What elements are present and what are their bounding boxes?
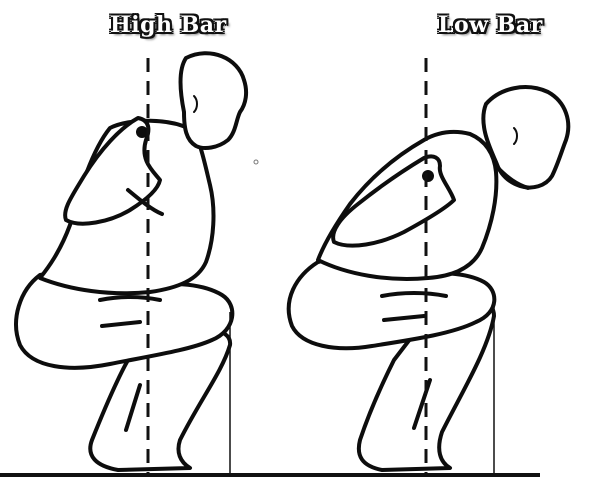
low-bar-jaw-line (496, 166, 530, 190)
high-bar-ear (193, 95, 198, 113)
low-bar-figure (286, 85, 571, 472)
low-bar-label: Low Bar (438, 12, 543, 38)
high-bar-forearm-line (126, 188, 164, 216)
low-bar-head (481, 85, 571, 190)
low-bar-knee-line (382, 314, 426, 322)
high-bar-head (178, 51, 249, 150)
low-bar-ear (513, 127, 518, 145)
stray-dot (253, 159, 259, 165)
high-bar-label: High Bar (110, 12, 227, 38)
high-bar-barbell-icon (136, 126, 148, 138)
low-bar-quad-line (380, 291, 448, 298)
low-bar-barbell-icon (422, 170, 434, 182)
high-bar-knee-line (100, 320, 142, 328)
high-bar-figure (14, 51, 249, 472)
high-bar-quad-line (98, 295, 162, 302)
high-bar-calf-line (124, 383, 142, 432)
